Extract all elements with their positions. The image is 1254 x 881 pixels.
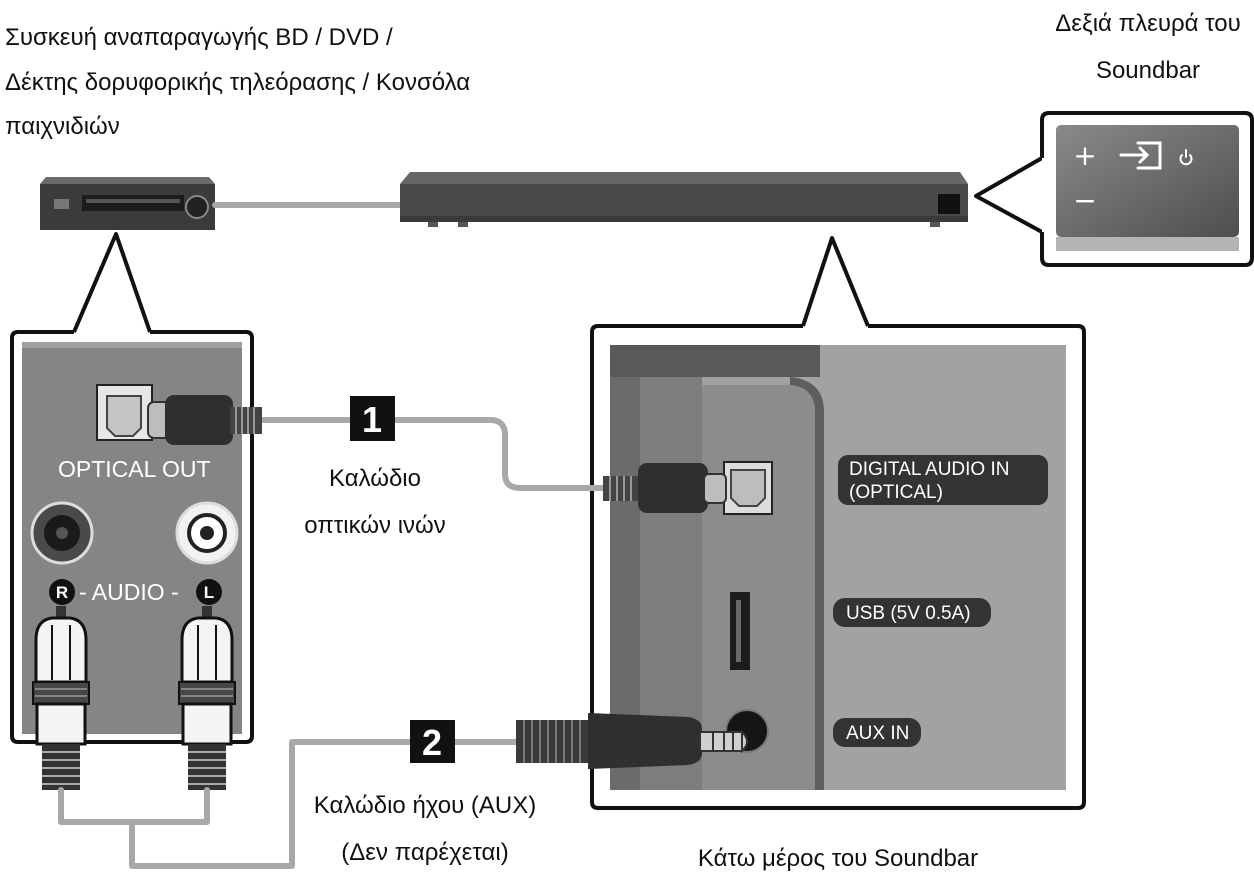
audio-label: - AUDIO - <box>79 579 179 605</box>
cable-1-label-line-2: οπτικών ινών <box>304 512 446 539</box>
usb-port <box>730 592 750 670</box>
volume-down-button: − <box>1073 184 1096 217</box>
optical-plug-soundbar <box>603 463 727 513</box>
optical-cable-segment-b <box>392 417 609 491</box>
optical-in-label-badge <box>838 455 1048 505</box>
side-inset-callout <box>974 156 1043 234</box>
source-device-label-line-1: Συσκευή αναπαραγωγής BD / DVD / <box>5 24 393 51</box>
source-device-illustration <box>40 177 215 230</box>
soundbar-side-label-line-2: Soundbar <box>1096 57 1200 84</box>
usb-label: USB (5V 0.5A) <box>846 603 971 624</box>
optical-in-label-line-2: (OPTICAL) <box>849 482 943 503</box>
source-device-label-line-3: παιχνιδιών <box>5 113 120 140</box>
soundbar-bottom-caption: Κάτω μέρος του Soundbar <box>698 845 978 872</box>
aux-cable-segment-a <box>129 739 413 869</box>
power-icon <box>1179 149 1193 166</box>
audio-r-label: R <box>56 583 68 602</box>
input-source-icon <box>1119 141 1162 170</box>
aux-in-label: AUX IN <box>846 723 909 744</box>
soundbar-side-label-line-1: Δεξιά πλευρά του <box>1055 10 1241 37</box>
audio-l-badge <box>196 579 222 605</box>
soundbar-side-inset: + − <box>1040 111 1254 267</box>
audio-out-jack-left <box>175 501 239 565</box>
aux-in-label-badge <box>833 718 921 747</box>
cable-2-number: 2 <box>422 722 442 763</box>
source-device-label-line-2: Δέκτης δορυφορικής τηλεόρασης / Κονσόλα <box>5 69 470 96</box>
cable-1-number-badge <box>350 396 395 441</box>
cable-2-label-line-1: Καλώδιο ήχου (AUX) <box>314 792 536 819</box>
usb-label-badge <box>833 598 991 627</box>
audio-r-badge <box>49 579 75 605</box>
volume-up-button: + <box>1073 139 1096 172</box>
soundbar-illustration <box>400 172 968 227</box>
optical-out-label: OPTICAL OUT <box>58 456 211 482</box>
rca-plug-right <box>32 606 90 790</box>
aux-plug <box>516 713 748 769</box>
rca-plug-left <box>178 606 236 790</box>
audio-l-label: L <box>204 583 214 602</box>
cable-2-number-badge <box>410 720 455 763</box>
optical-in-label-line-1: DIGITAL AUDIO IN <box>849 459 1009 480</box>
audio-out-jack-right <box>30 501 94 565</box>
cable-1-label-line-1: Καλώδιο <box>329 465 421 492</box>
aux-cable-y-split <box>58 787 210 825</box>
cable-1-number: 1 <box>362 399 382 440</box>
optical-plug-source <box>147 395 262 445</box>
cable-2-label-line-2: (Δεν παρέχεται) <box>341 839 508 866</box>
